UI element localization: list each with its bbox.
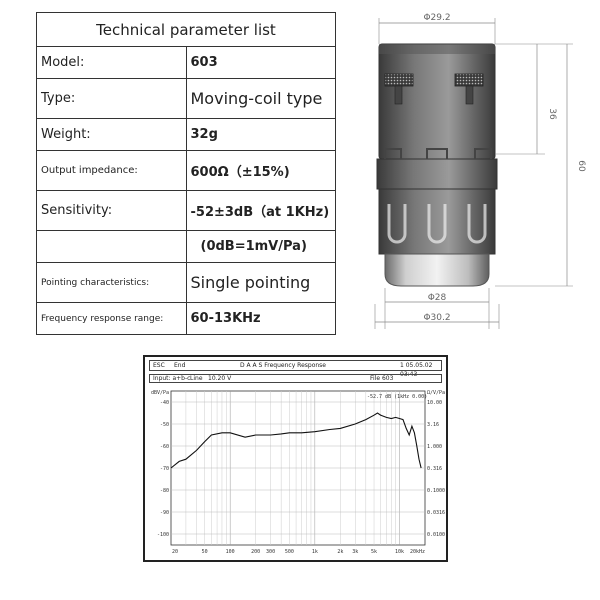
row-value: 32g [185,118,336,151]
x-tick-label: 2k [337,549,343,555]
y-tick-right: 0.316 [427,466,442,472]
y-tick-left: -100 [157,532,169,538]
input-label: Input: a+b-c [153,375,191,382]
table-row: Type: Moving-coil type [36,78,336,119]
capsule-clips [384,148,492,159]
y-tick-left: -50 [160,422,169,428]
row-value: -52±3dB（at 1KHz) [185,190,336,231]
table-row: Weight: 32g [36,118,336,151]
y-tick-right: 1.000 [427,444,442,450]
response-annotation: -52.7 dB (1kHz 0.00) [367,394,427,400]
table-row: Model: 603 [36,46,336,79]
input-level: 10.20 V [208,375,232,382]
terminal-left [384,73,414,87]
row-value: 600Ω（±15%) [185,150,336,191]
x-tick-label: 200 [251,549,260,555]
table-title: Technical parameter list [36,12,336,47]
x-tick-label: 100 [226,549,235,555]
y-tick-left: -90 [160,510,169,516]
x-tick-label: 20kHz [410,549,425,555]
parameter-table: Technical parameter list Model: 603 Type… [36,12,336,335]
terminal-right [454,73,484,87]
capsule-top-rim [379,44,495,54]
row-value: Single pointing [185,262,336,303]
y-tick-left: -40 [160,400,169,406]
y-tick-right: 0.1000 [427,488,445,494]
capsule-chrome-base [384,253,490,287]
analyzer-input-bar: Input: a+b-c Line 10.20 V File 603 [149,374,442,383]
table-row: Output impedance: 600Ω（±15%) [36,150,336,191]
capsule-drawing: Φ29.2 Φ28 Φ30.2 36 60 [374,13,586,329]
dim-height-upper: 36 [547,108,557,120]
dim-top-width: Φ29.2 [423,13,450,23]
dim-height-total: 60 [576,160,586,172]
row-value: 603 [185,46,336,79]
x-tick-label: 300 [266,549,275,555]
x-tick-label: 500 [285,549,294,555]
x-tick-label: 50 [202,549,208,555]
x-tick-label: 1k [312,549,318,555]
dim-bottom-outer: Φ30.2 [423,313,450,323]
row-label: Sensitivity: [36,190,187,231]
row-label: Weight: [36,118,187,151]
y-tick-right: 10.00 [427,400,442,406]
y-tick-right: 0.0316 [427,510,445,516]
file-label: File 603 [370,375,394,382]
terminal-left-post [394,85,403,105]
x-tick-label: 3k [352,549,358,555]
y-tick-right: Ω/V/Pa [427,390,445,396]
analyzer-title: D A A S Frequency Response [240,362,326,369]
row-label: Output impedance: [36,150,187,191]
esc-key: ESC [153,362,165,369]
terminal-right-post [465,85,474,105]
end-key: End [174,362,186,369]
y-tick-left: -70 [160,466,169,472]
input-line: Line [190,375,203,382]
analyzer-title-bar: ESC End D A A S Frequency Response 1 05.… [149,360,442,378]
table-row: Sensitivity: -52±3dB（at 1KHz) [36,190,336,231]
row-label [36,230,187,263]
table-row: (0dB=1mV/Pa) [36,230,336,263]
row-value: 60-13KHz [185,302,336,335]
row-label: Frequency response range: [36,302,187,335]
row-value: (0dB=1mV/Pa) [185,230,336,263]
row-label: Pointing characteristics: [36,262,187,303]
row-label: Type: [36,78,187,119]
y-tick-right: 3.16 [427,422,439,428]
capsule-middle-band [376,158,498,190]
x-tick-label: 5k [371,549,377,555]
row-label: Model: [36,46,187,79]
x-tick-label: 10k [395,549,404,555]
row-value: Moving-coil type [185,78,336,119]
table-row: Pointing characteristics: Single pointin… [36,262,336,303]
y-tick-right: 0.0100 [427,532,445,538]
capsule-slots [387,204,487,244]
y-tick-left: dBV/Pa [151,390,169,396]
dim-bottom-inner: Φ28 [428,293,447,303]
frequency-response-chart: dBV/Pa -40 -50 -60 -70 -80 -90 -100 Ω/V/Pa 10.00 3… [151,390,445,555]
table-row: Frequency response range: 60-13KHz [36,302,336,335]
x-tick-label: 20 [172,549,178,555]
response-curve [170,412,422,469]
frequency-response-panel: ESC End D A A S Frequency Response 1 05.… [143,355,448,562]
y-tick-left: -80 [160,488,169,494]
y-tick-left: -60 [160,444,169,450]
capsule-lower-body [378,188,496,255]
